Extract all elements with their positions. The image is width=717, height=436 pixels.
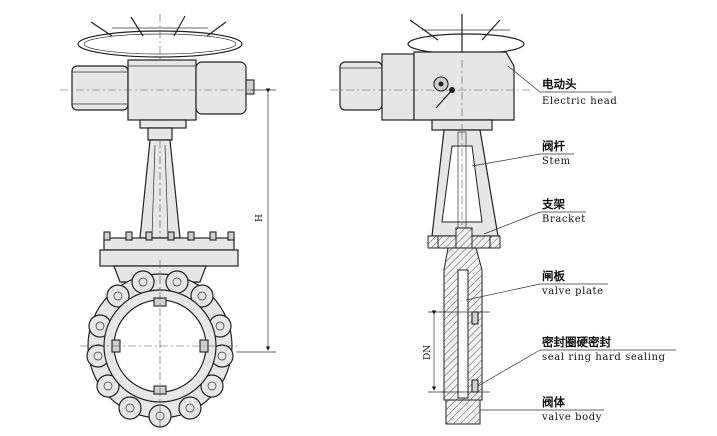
seal-ring-label-en: seal ring hard sealing [542, 352, 666, 363]
side-view: DN [330, 14, 530, 425]
dimension-h-label: H [255, 214, 265, 222]
dimension-dn-label: DN [423, 345, 433, 360]
front-view: H [60, 14, 276, 430]
actuator-side [330, 51, 530, 132]
stem-label-cn: 阀杆 [542, 139, 565, 153]
valve-body-label-en: valve body [541, 412, 602, 423]
electric-head-label-cn: 电动头 [542, 77, 577, 91]
valve-plate-label-cn: 闸板 [542, 269, 565, 283]
electric-head-label-en: Electric head [542, 96, 617, 107]
valve-plate-label-en: valve plate [541, 286, 604, 297]
actuator-front [60, 59, 270, 129]
bracket-label-en: Bracket [542, 214, 586, 225]
seal-ring-label-cn: 密封圈硬密封 [541, 335, 611, 349]
stem-label-en: Stem [542, 156, 571, 167]
handwheel-front [77, 14, 243, 60]
valve-body-front [80, 260, 240, 430]
nominal-diameter-dimension: DN [423, 310, 446, 393]
bracket-label-cn: 支架 [541, 197, 565, 211]
valve-body-side [440, 227, 490, 425]
height-dimension: H [236, 88, 276, 353]
valve-body-label-cn: 阀体 [542, 395, 565, 409]
callouts: 电动头 Electric head 阀杆 Stem 支架 Bracket 闸板 … [465, 65, 676, 423]
yoke-front [139, 127, 181, 239]
